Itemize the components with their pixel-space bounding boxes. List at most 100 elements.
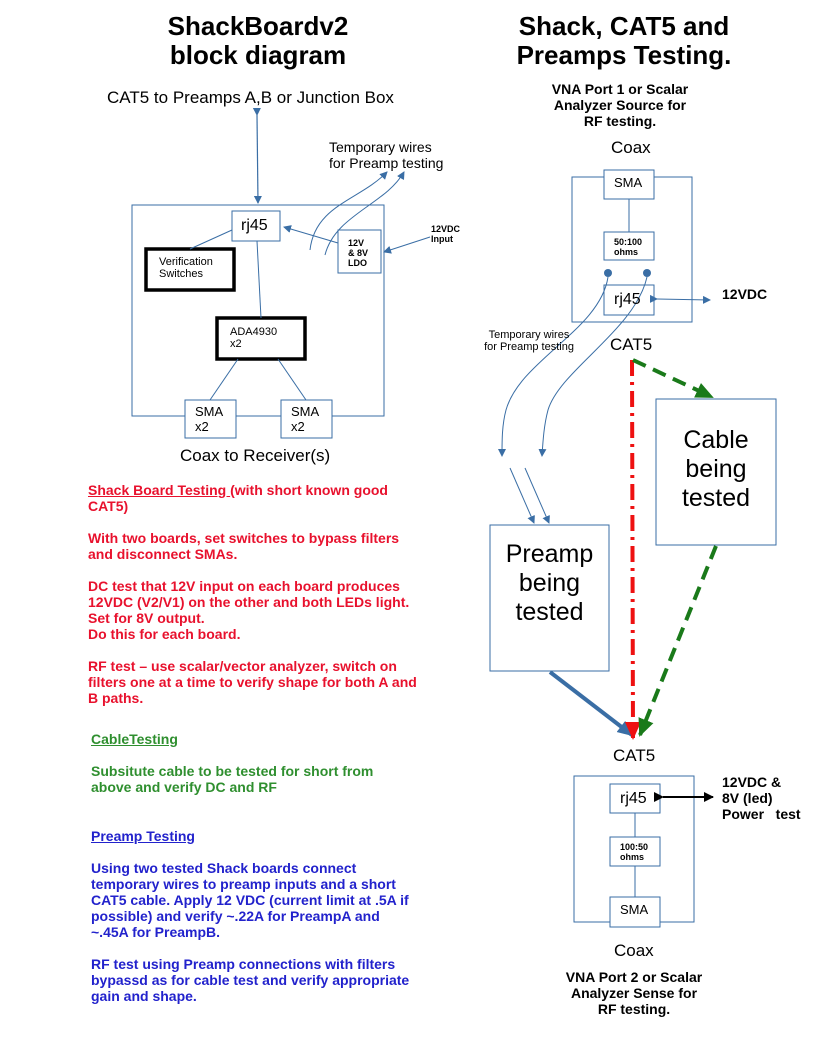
cat5-bottom-label: CAT5 xyxy=(613,746,656,765)
sma1-label-line1: SMA xyxy=(195,404,224,419)
short-cable-path xyxy=(624,359,641,740)
rj45-top-box xyxy=(603,284,655,316)
cable-label-line1: Cable xyxy=(683,426,749,454)
vna1-label-line1: VNA Port 1 or Scalar xyxy=(551,81,689,97)
rj45-to-switches xyxy=(189,229,233,250)
right-title-line1: Shack, CAT5 and xyxy=(518,11,730,41)
balun-bottom-label-line2: ohms xyxy=(620,852,645,862)
ldo-to-rj45-arrow xyxy=(283,225,339,244)
sma1-label-line2: x2 xyxy=(195,419,209,434)
sma2-label-line2: x2 xyxy=(291,419,305,434)
vdc-input-label-line1: 12VDC xyxy=(431,224,461,234)
vna1-label-line3: RF testing. xyxy=(583,113,657,129)
vna2-label: VNA Port 2 or Scalar Analyzer Sense for … xyxy=(544,969,724,1017)
balun-top-label: 50:100 ohms xyxy=(614,237,642,257)
sma-top-label: SMA xyxy=(614,175,643,190)
rj45-to-ada xyxy=(256,240,262,319)
sma2-label-line1: SMA xyxy=(291,404,320,419)
sma-bottom-label: SMA xyxy=(620,902,649,917)
shack-heading-rest: (with short known good CAT5) xyxy=(88,482,388,514)
preamp-to-cat5-arrow xyxy=(548,670,634,737)
rj45-bottom-label: rj45 xyxy=(620,790,647,807)
vna2-label-line3: RF testing. xyxy=(597,1001,671,1017)
right-temp-wire-1 xyxy=(498,276,609,457)
vdc-input-label: 12VDC Input xyxy=(431,224,460,244)
balun-bottom-box xyxy=(609,836,661,867)
shackboard-outline xyxy=(131,204,385,417)
balun-bottom-label: 100:50 ohms xyxy=(620,842,648,862)
left-title-line2: block diagram xyxy=(169,40,347,70)
temp-wires-label-line2: for Preamp testing xyxy=(329,155,444,171)
temp-wires-label-line1: Temporary wires xyxy=(329,139,432,155)
rj45-top-label: rj45 xyxy=(614,291,641,308)
balun-top-box xyxy=(603,231,655,261)
temp-wire-1 xyxy=(309,171,388,251)
cable-label-line3: tested xyxy=(681,484,751,512)
shack-heading: Shack Board Testing (with short known go… xyxy=(88,482,418,514)
left-title-line1: ShackBoardv2 xyxy=(167,11,349,41)
ada-to-sma2 xyxy=(277,358,307,401)
temp-wire-2 xyxy=(324,171,405,256)
cable-heading: CableTesting xyxy=(91,731,178,747)
preamp-para-1: Using two tested Shack boards connect te… xyxy=(91,860,409,940)
ldo-label: 12V & 8V LDO xyxy=(348,238,368,268)
wire-point-1 xyxy=(604,269,612,277)
cable-para-1: Subsitute cable to be tested for short f… xyxy=(91,763,374,795)
vna1-label: VNA Port 1 or Scalar Analyzer Source for… xyxy=(530,81,710,129)
ada-to-sma1 xyxy=(209,358,239,401)
right-temp-wires-label-line2: for Preamp testing xyxy=(484,341,574,353)
preamp-para-2: RF test using Preamp connections with fi… xyxy=(91,956,410,1004)
preamp-heading: Preamp Testing xyxy=(91,828,195,844)
switches-label-line1: Verification xyxy=(159,256,213,268)
right-temp-wire-2 xyxy=(538,276,648,457)
right-title-line2: Preamps Testing. xyxy=(516,40,732,70)
shack-para-2: DC test that 12V input on each board pro… xyxy=(88,578,410,626)
vna1-label-line2: Analyzer Source for xyxy=(553,97,687,113)
right-title: Shack, CAT5 and Preamps Testing. xyxy=(490,12,758,70)
preamp-label-line1: Preamp xyxy=(505,540,594,568)
shack-para-1: With two boards, set switches to bypass … xyxy=(88,530,400,562)
balun-top-label-line1: 50:100 xyxy=(614,237,643,247)
rj45-bottom-box xyxy=(609,783,661,814)
switches-box xyxy=(144,247,236,292)
vdc-top-label: 12VDC xyxy=(722,286,768,302)
ada4930-box xyxy=(215,316,307,361)
temp-wires-label: Temporary wires for Preamp testing xyxy=(329,139,443,171)
shack-para-2b: Do this for each board. xyxy=(88,626,241,642)
coax-receiver-label: Coax to Receiver(s) xyxy=(180,446,331,465)
wire-point-2 xyxy=(643,269,651,277)
shack-heading-underlined: Shack Board Testing xyxy=(88,482,231,498)
coax-bottom-label: Coax xyxy=(614,941,654,960)
cable-path-in xyxy=(632,358,714,399)
preamp-notes: Preamp Testing Using two tested Shack bo… xyxy=(91,828,416,1004)
cat5-top-right-label: CAT5 xyxy=(610,335,653,354)
preamp-label: Preamp being tested xyxy=(490,540,609,627)
coax-top-label: Coax xyxy=(611,138,651,157)
power-test-label-line3: Power test xyxy=(722,806,801,822)
preamp-input-arrow-2 xyxy=(524,467,550,524)
sma-box-1 xyxy=(184,399,237,439)
power-test-label-line1: 12VDC & xyxy=(722,774,782,790)
ada4930-label-line1: ADA4930 xyxy=(230,326,278,338)
power-test-label-line2: 8V (led) xyxy=(722,790,773,806)
preamp-box xyxy=(489,524,610,672)
sma2-label: SMA x2 xyxy=(291,404,319,434)
ldo-label-line2: & 8V xyxy=(348,248,369,258)
vna2-label-line2: Analyzer Sense for xyxy=(570,985,698,1001)
sma-box-2 xyxy=(280,399,333,439)
ldo-label-line3: LDO xyxy=(348,258,367,268)
ldo-label-line1: 12V xyxy=(348,238,365,248)
cable-path-out xyxy=(638,545,718,737)
shack-notes: Shack Board Testing (with short known go… xyxy=(88,482,418,706)
preamp-label-line3: tested xyxy=(515,598,584,626)
cable-box xyxy=(655,398,777,546)
power-test-label: 12VDC & 8V (led) Power test xyxy=(722,774,801,822)
vdc-top-arrow xyxy=(649,294,711,304)
balun-bottom-label-line1: 100:50 xyxy=(620,842,649,852)
cat5-link-arrow xyxy=(252,107,262,204)
sma-top-box xyxy=(603,169,655,200)
shack-para-3: RF test – use scalar/vector analyzer, sw… xyxy=(88,658,417,706)
balun-top-label-line2: ohms xyxy=(614,247,639,257)
ldo-box xyxy=(337,229,382,274)
